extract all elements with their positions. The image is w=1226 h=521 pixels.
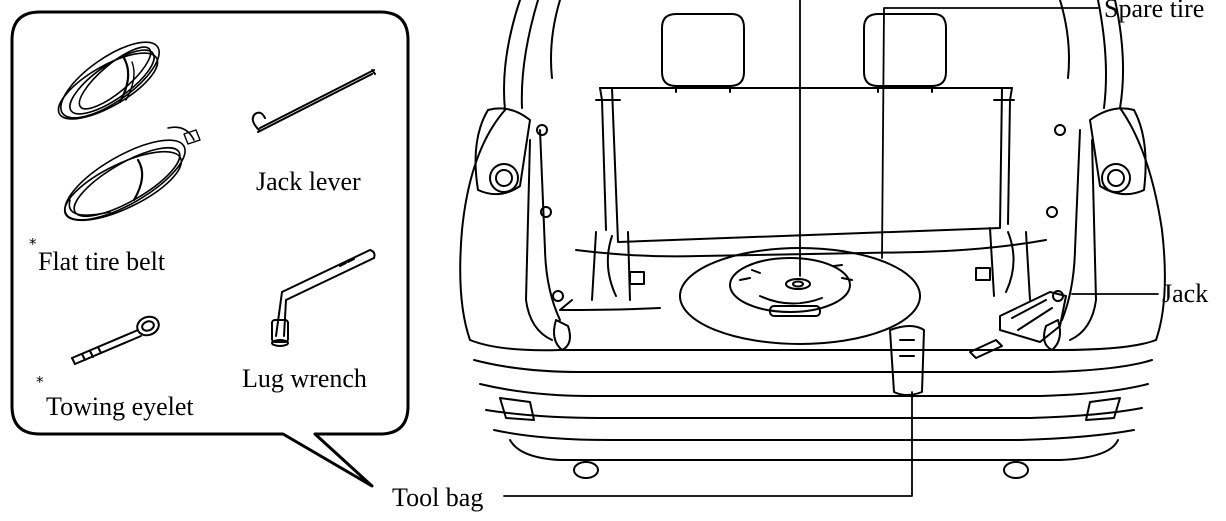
jack-label: Jack — [1162, 279, 1209, 308]
jack-lever-icon — [251, 69, 376, 133]
spare-tire-leader — [881, 7, 1099, 259]
vehicle-outline — [459, 0, 1166, 479]
flat-tire-belt-icon — [57, 41, 201, 222]
towing-eyelet-marker: * — [36, 373, 44, 391]
flat-tire-belt-label: Flat tire belt — [38, 247, 166, 276]
jack-lever-label: Jack lever — [256, 167, 361, 196]
spare-tire-label: Spare tire — [1104, 0, 1205, 23]
tool-bag-leader — [503, 391, 913, 497]
lug-wrench-label: Lug wrench — [242, 364, 367, 393]
tool-bag-label: Tool bag — [392, 483, 484, 512]
towing-eyelet-icon — [71, 315, 160, 365]
leader-lines — [503, 0, 1159, 497]
flat-tire-belt-marker: * — [29, 235, 37, 253]
towing-eyelet-label: Towing eyelet — [46, 392, 194, 421]
callout-bubble — [10, 10, 410, 488]
lug-wrench-icon — [271, 249, 376, 347]
